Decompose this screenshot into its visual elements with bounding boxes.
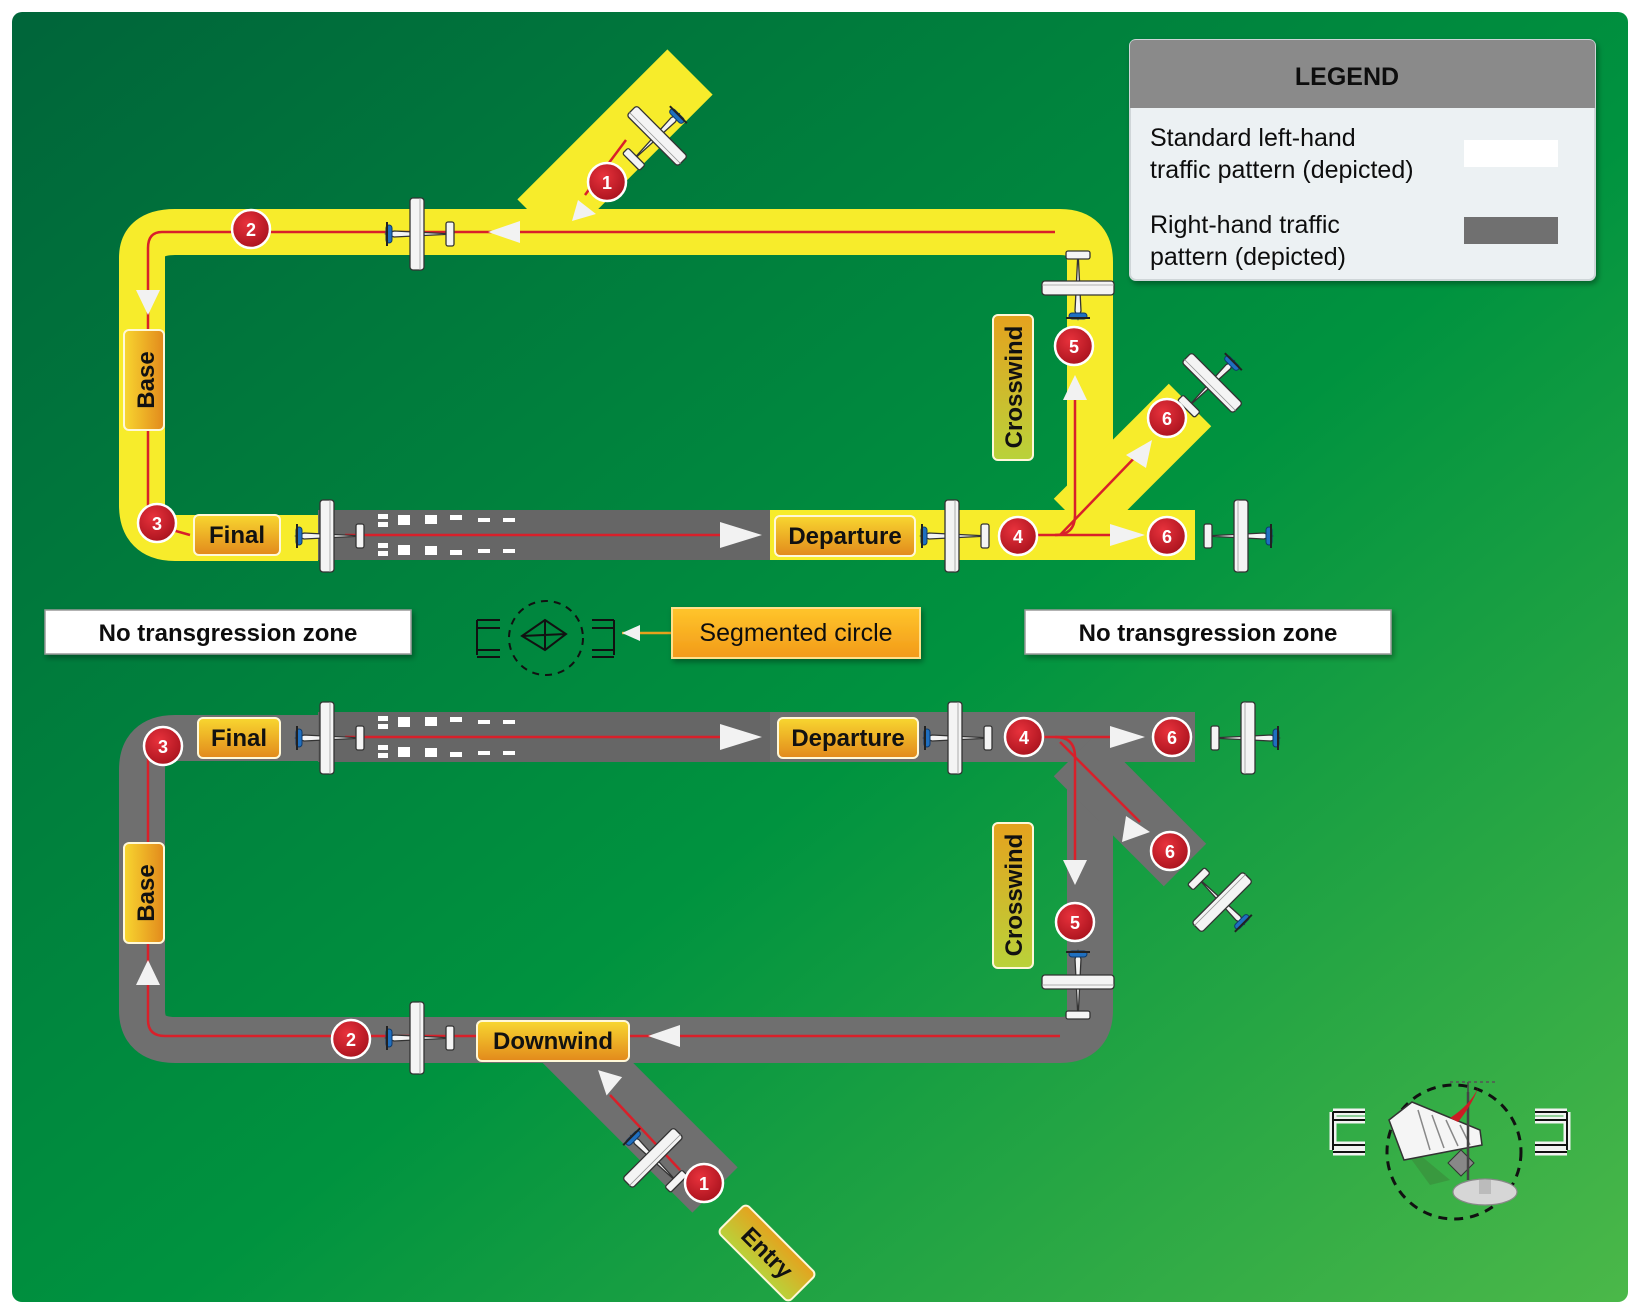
marker-3: 3 — [142, 725, 184, 767]
zone-label: No transgression zone — [1079, 620, 1338, 647]
leg-label-crosswind-top: Crosswind — [992, 314, 1034, 461]
pattern-markers-bottom: 1 2 3 4 5 6 6 — [142, 716, 1193, 1204]
wind-indicator-icon — [1329, 1081, 1571, 1221]
direction-arrows-bottom — [136, 724, 1150, 1096]
svg-text:3: 3 — [158, 737, 168, 757]
svg-text:1: 1 — [602, 173, 612, 193]
marker-4: 4 — [997, 515, 1039, 557]
legend-swatch-right-hand — [1464, 217, 1558, 244]
legend-item-standard-label: Standard left-hand — [1150, 124, 1356, 152]
no-transgression-zone-right: No transgression zone — [1024, 609, 1392, 655]
marker-3: 3 — [136, 502, 178, 544]
leg-label-final-bottom: Final — [197, 717, 281, 759]
svg-text:6: 6 — [1167, 728, 1177, 748]
marker-2: 2 — [330, 1018, 372, 1060]
leg-label-crosswind-text: Crosswind — [1001, 834, 1028, 957]
leg-label-departure-text: Departure — [791, 725, 904, 752]
svg-text:4: 4 — [1013, 527, 1023, 547]
marker-1: 1 — [586, 161, 628, 203]
leg-label-base-bottom: Base — [123, 842, 165, 944]
svg-text:6: 6 — [1162, 409, 1172, 429]
leg-label-departure-text: Departure — [788, 523, 901, 550]
leg-label-crosswind-bottom: Crosswind — [992, 822, 1034, 969]
svg-text:2: 2 — [246, 220, 256, 240]
svg-text:1: 1 — [699, 1174, 709, 1194]
leg-label-base-text: Base — [133, 864, 160, 921]
marker-4: 4 — [1003, 716, 1045, 758]
marker-6a: 6 — [1146, 397, 1188, 439]
svg-text:3: 3 — [152, 514, 162, 534]
marker-6a: 6 — [1149, 830, 1191, 872]
segmented-circle-callout: Segmented circle — [671, 607, 921, 659]
marker-5: 5 — [1053, 325, 1095, 367]
legend-item-right-hand-label: Right-hand traffic — [1150, 211, 1340, 239]
leg-label-base-text: Base — [133, 351, 160, 408]
legend-item-standard-label: traffic pattern (depicted) — [1150, 156, 1414, 184]
legend-title: LEGEND — [1295, 63, 1399, 91]
svg-text:5: 5 — [1070, 913, 1080, 933]
leg-label-final-text: Final — [211, 725, 267, 752]
marker-2: 2 — [230, 208, 272, 250]
no-transgression-zone-left: No transgression zone — [44, 609, 412, 655]
leg-label-final-text: Final — [209, 522, 265, 549]
marker-1: 1 — [683, 1162, 725, 1204]
arrow-icon — [622, 625, 640, 641]
leg-label-crosswind-text: Crosswind — [1001, 326, 1028, 449]
leg-label-departure-top: Departure — [774, 515, 916, 557]
pattern-markers-top: 1 2 3 4 5 6 6 — [136, 161, 1188, 557]
zone-label: No transgression zone — [99, 620, 358, 647]
svg-text:6: 6 — [1162, 527, 1172, 547]
leg-label-departure-bottom: Departure — [777, 717, 919, 759]
legend-swatch-standard — [1464, 140, 1558, 167]
runway-markings-bottom — [378, 716, 515, 758]
svg-text:5: 5 — [1069, 337, 1079, 357]
runway-markings-top — [378, 514, 515, 556]
svg-text:4: 4 — [1019, 728, 1029, 748]
leg-label-final-top: Final — [193, 514, 281, 556]
leg-label-downwind-text: Downwind — [493, 1028, 613, 1055]
legend-item-right-hand-label: pattern (depicted) — [1150, 243, 1346, 271]
marker-6b: 6 — [1146, 515, 1188, 557]
direction-arrows-top — [136, 200, 1152, 548]
legend-panel: LEGEND Standard left-hand traffic patter… — [1129, 39, 1596, 281]
leg-label-base-top: Base — [123, 329, 165, 431]
segmented-circle-icon — [476, 600, 615, 676]
leg-label-downwind: Downwind — [476, 1020, 630, 1062]
svg-text:2: 2 — [346, 1030, 356, 1050]
marker-6b: 6 — [1151, 716, 1193, 758]
svg-text:6: 6 — [1165, 842, 1175, 862]
marker-5: 5 — [1054, 901, 1096, 943]
segmented-circle-label: Segmented circle — [699, 619, 892, 647]
